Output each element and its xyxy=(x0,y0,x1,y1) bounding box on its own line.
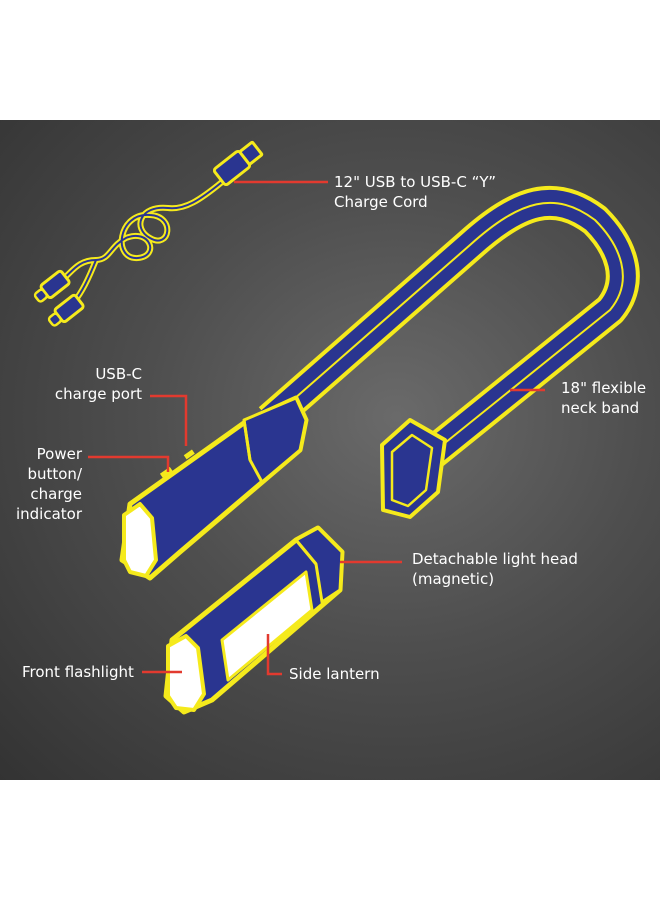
leader-lines xyxy=(88,180,545,676)
label-side-lantern: Side lantern xyxy=(289,665,380,683)
leader-side-lantern xyxy=(266,634,282,676)
product-diagram xyxy=(33,140,640,715)
label-light-head: Detachable light head (magnetic) xyxy=(412,550,578,588)
light-head-illustration xyxy=(163,525,345,715)
leader-usbc-port xyxy=(150,394,188,446)
label-charge-cord: 12" USB to USB-C “Y” Charge Cord xyxy=(334,173,497,211)
charge-cord-illustration xyxy=(33,140,264,327)
main-body xyxy=(119,395,309,581)
label-usbc-port: USB-C charge port xyxy=(54,365,142,403)
label-neck-band: 18" flexible neck band xyxy=(561,379,647,417)
diagram-background xyxy=(0,120,660,780)
band-end-cap xyxy=(380,418,447,519)
leader-power-button xyxy=(88,455,170,472)
label-power-button: Power button/ charge indicator xyxy=(15,445,82,523)
neck-band-illustration xyxy=(119,185,640,581)
label-front-flashlight: Front flashlight xyxy=(22,663,134,681)
